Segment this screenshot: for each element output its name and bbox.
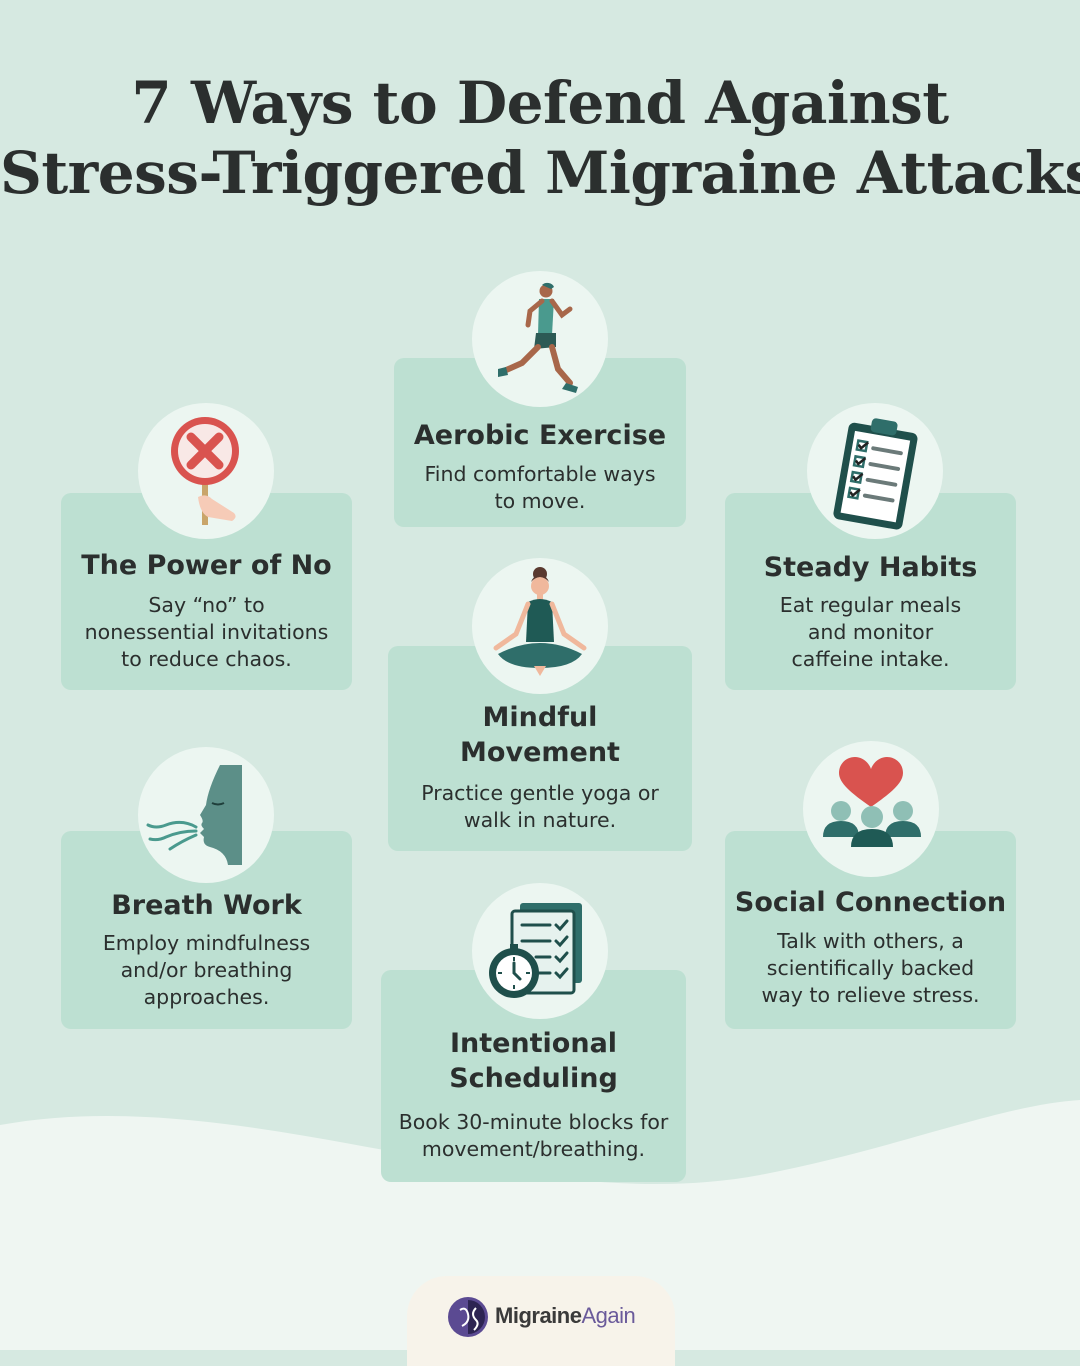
card-description: Say “no” to nonessential invitations to … xyxy=(84,593,329,671)
card-description: Employ mindfulness and/or breathing appr… xyxy=(102,931,311,1009)
card-title: Mindful Movement xyxy=(460,702,620,768)
logo-text: MigraineAgain xyxy=(495,1303,636,1328)
title-line-1: 7 Ways to Defend Against xyxy=(131,69,949,137)
breathing-face-icon xyxy=(138,747,274,883)
card-title: Intentional Scheduling xyxy=(449,1028,618,1094)
title-line-2: Stress-Triggered Migraine Attacks xyxy=(0,139,1080,207)
card-description: Talk with others, a scientifically backe… xyxy=(761,929,980,1007)
card-title: Social Connection xyxy=(734,887,1007,918)
no-sign-icon xyxy=(138,403,274,539)
clock-checklist-icon xyxy=(472,883,608,1019)
card-description: Practice gentle yoga or walk in nature. xyxy=(421,781,659,832)
card-title: Breath Work xyxy=(111,890,302,921)
card-title: Steady Habits xyxy=(763,552,978,583)
running-person-icon xyxy=(472,271,608,407)
card-title: The Power of No xyxy=(81,550,332,581)
brand-logo: MigraineAgain xyxy=(407,1276,675,1366)
card-description: Book 30-minute blocks for movement/breat… xyxy=(398,1110,669,1161)
people-heart-icon xyxy=(803,741,939,877)
logo-mark-icon xyxy=(448,1297,488,1337)
clipboard-checklist-icon xyxy=(807,403,943,539)
page-title: 7 Ways to Defend Against Stress-Triggere… xyxy=(0,68,1080,208)
card-description: Find comfortable ways to move. xyxy=(424,462,656,513)
card-intentional-scheduling: Intentional Scheduling Book 30-minute bl… xyxy=(381,970,686,1182)
card-title: Aerobic Exercise xyxy=(413,420,667,451)
card-description: Eat regular meals and monitor caffeine i… xyxy=(779,593,962,671)
background-wave xyxy=(0,1100,1080,1350)
yoga-person-icon xyxy=(472,558,608,694)
